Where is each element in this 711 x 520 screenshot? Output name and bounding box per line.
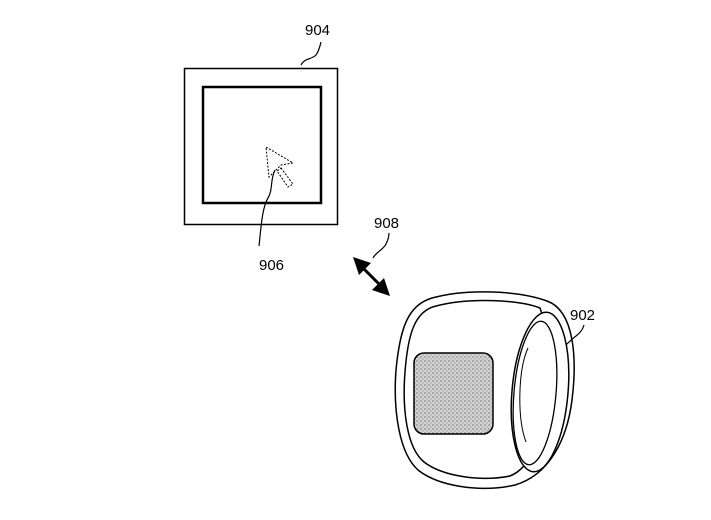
leader-line-display (300, 41, 322, 66)
label-wireless-link: 908 (374, 215, 399, 232)
leader-line-ring (565, 324, 585, 346)
display-device (183, 67, 339, 226)
label-display-device: 904 (305, 22, 330, 39)
leader-line-cursor (258, 169, 276, 247)
double-headed-arrow-icon (353, 257, 390, 296)
ring-opening-shade (519, 347, 529, 443)
display-screen (201, 85, 323, 205)
label-cursor: 906 (259, 257, 284, 274)
ring-device (394, 291, 575, 490)
ring-opening-outer (510, 311, 570, 473)
leader-line-link (372, 232, 390, 259)
label-ring-device: 902 (570, 307, 595, 324)
cursor-icon (265, 146, 295, 188)
ring-inner-outline (403, 299, 549, 480)
ring-opening-inner (512, 320, 558, 466)
touch-pad (413, 352, 494, 435)
